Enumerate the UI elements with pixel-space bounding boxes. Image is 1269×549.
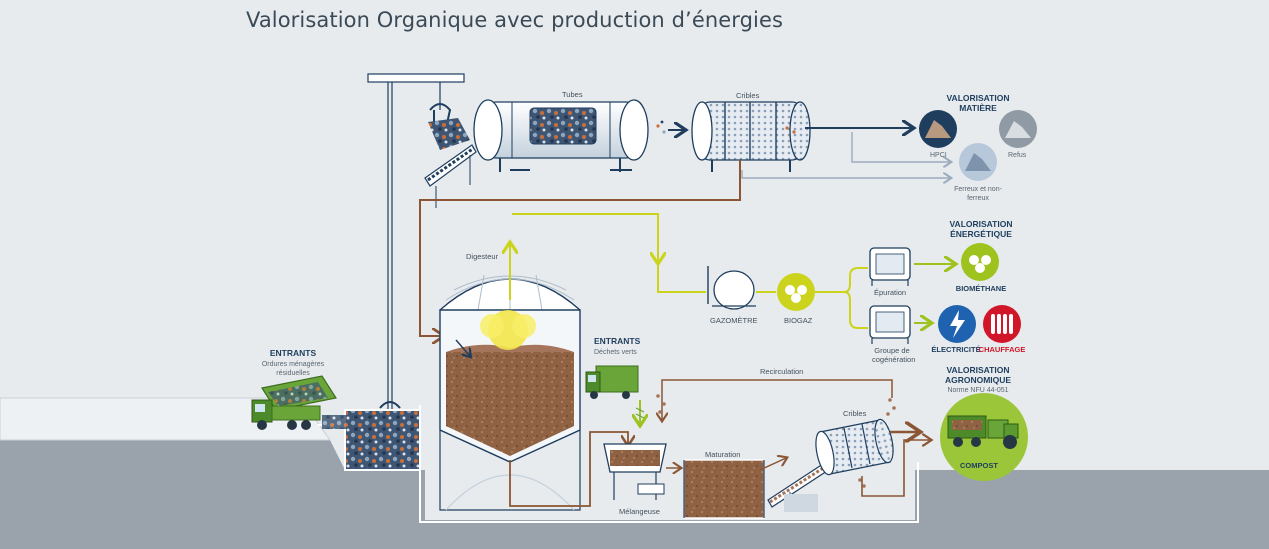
valorisation-agronomique-heading: VALORISATION AGRONOMIQUE	[944, 365, 1012, 385]
label-cribles-bottom: Cribles	[843, 409, 867, 418]
hpci-icon	[919, 110, 957, 148]
digester	[439, 268, 581, 511]
entrants-verts-heading: ENTRANTS	[594, 336, 641, 346]
biomethane-label: BIOMÉTHANE	[955, 284, 1007, 293]
heating-icon	[983, 305, 1021, 343]
green-waste-truck-icon	[585, 365, 644, 424]
chauffage-label: CHAUFFAGE	[978, 345, 1026, 354]
page-title: Valorisation Organique avec production d…	[246, 8, 784, 32]
tube-drum	[473, 99, 684, 172]
label-gazometre: GAZOMÈTRE	[710, 316, 758, 325]
refus-icon	[999, 110, 1037, 148]
hpci-label: HPCI	[930, 152, 947, 159]
electricite-label: ÉLECTRICITÉ	[931, 345, 981, 354]
electricity-icon	[938, 305, 976, 343]
label-biogaz: BIOGAZ	[784, 316, 813, 325]
label-compost: COMPOST	[960, 461, 998, 470]
screen-drum-top	[691, 101, 811, 172]
screen-drum-bottom	[815, 418, 894, 488]
omr-truck-icon	[251, 375, 337, 430]
label-tubes: Tubes	[562, 90, 583, 99]
entrants-verts-detail: Déchets verts	[594, 349, 637, 356]
refus-label: Refus	[1008, 152, 1027, 159]
ferreux-icon	[959, 143, 997, 181]
biomethane-icon	[961, 243, 999, 281]
label-epuration: Épuration	[874, 288, 907, 297]
biogas-icon	[777, 273, 815, 311]
entrants-omr-heading: ENTRANTS	[269, 348, 317, 358]
label-recirculation: Recirculation	[760, 367, 804, 376]
gazometer	[707, 266, 756, 310]
compost-badge	[940, 393, 1028, 481]
label-maturation: Maturation	[705, 450, 741, 459]
cogeneration-unit	[869, 305, 911, 344]
epuration-unit	[869, 247, 911, 286]
valorisation-matiere-heading: VALORISATION MATIÈRE	[946, 93, 1010, 113]
label-cribles-top: Cribles	[736, 91, 760, 100]
ferreux-label: Ferreux et non-ferreux	[954, 186, 1002, 202]
waste-pit	[318, 409, 421, 471]
entrants-omr-detail: Ordures ménagères résiduelles	[261, 361, 325, 377]
maturation-pile	[683, 459, 765, 519]
norme-label: Norme NFU 44-051	[947, 387, 1009, 394]
mixer	[603, 443, 667, 500]
ground	[0, 440, 1269, 549]
label-cogeneration: Groupe de cogénération	[872, 346, 916, 364]
valorisation-energetique-heading: VALORISATION ÉNERGÉTIQUE	[949, 219, 1013, 239]
label-digesteur: Digesteur	[466, 252, 499, 261]
feed-conveyor	[424, 118, 477, 208]
bottom-conveyor	[767, 461, 831, 512]
label-melangeuse: Mélangeuse	[619, 507, 660, 516]
